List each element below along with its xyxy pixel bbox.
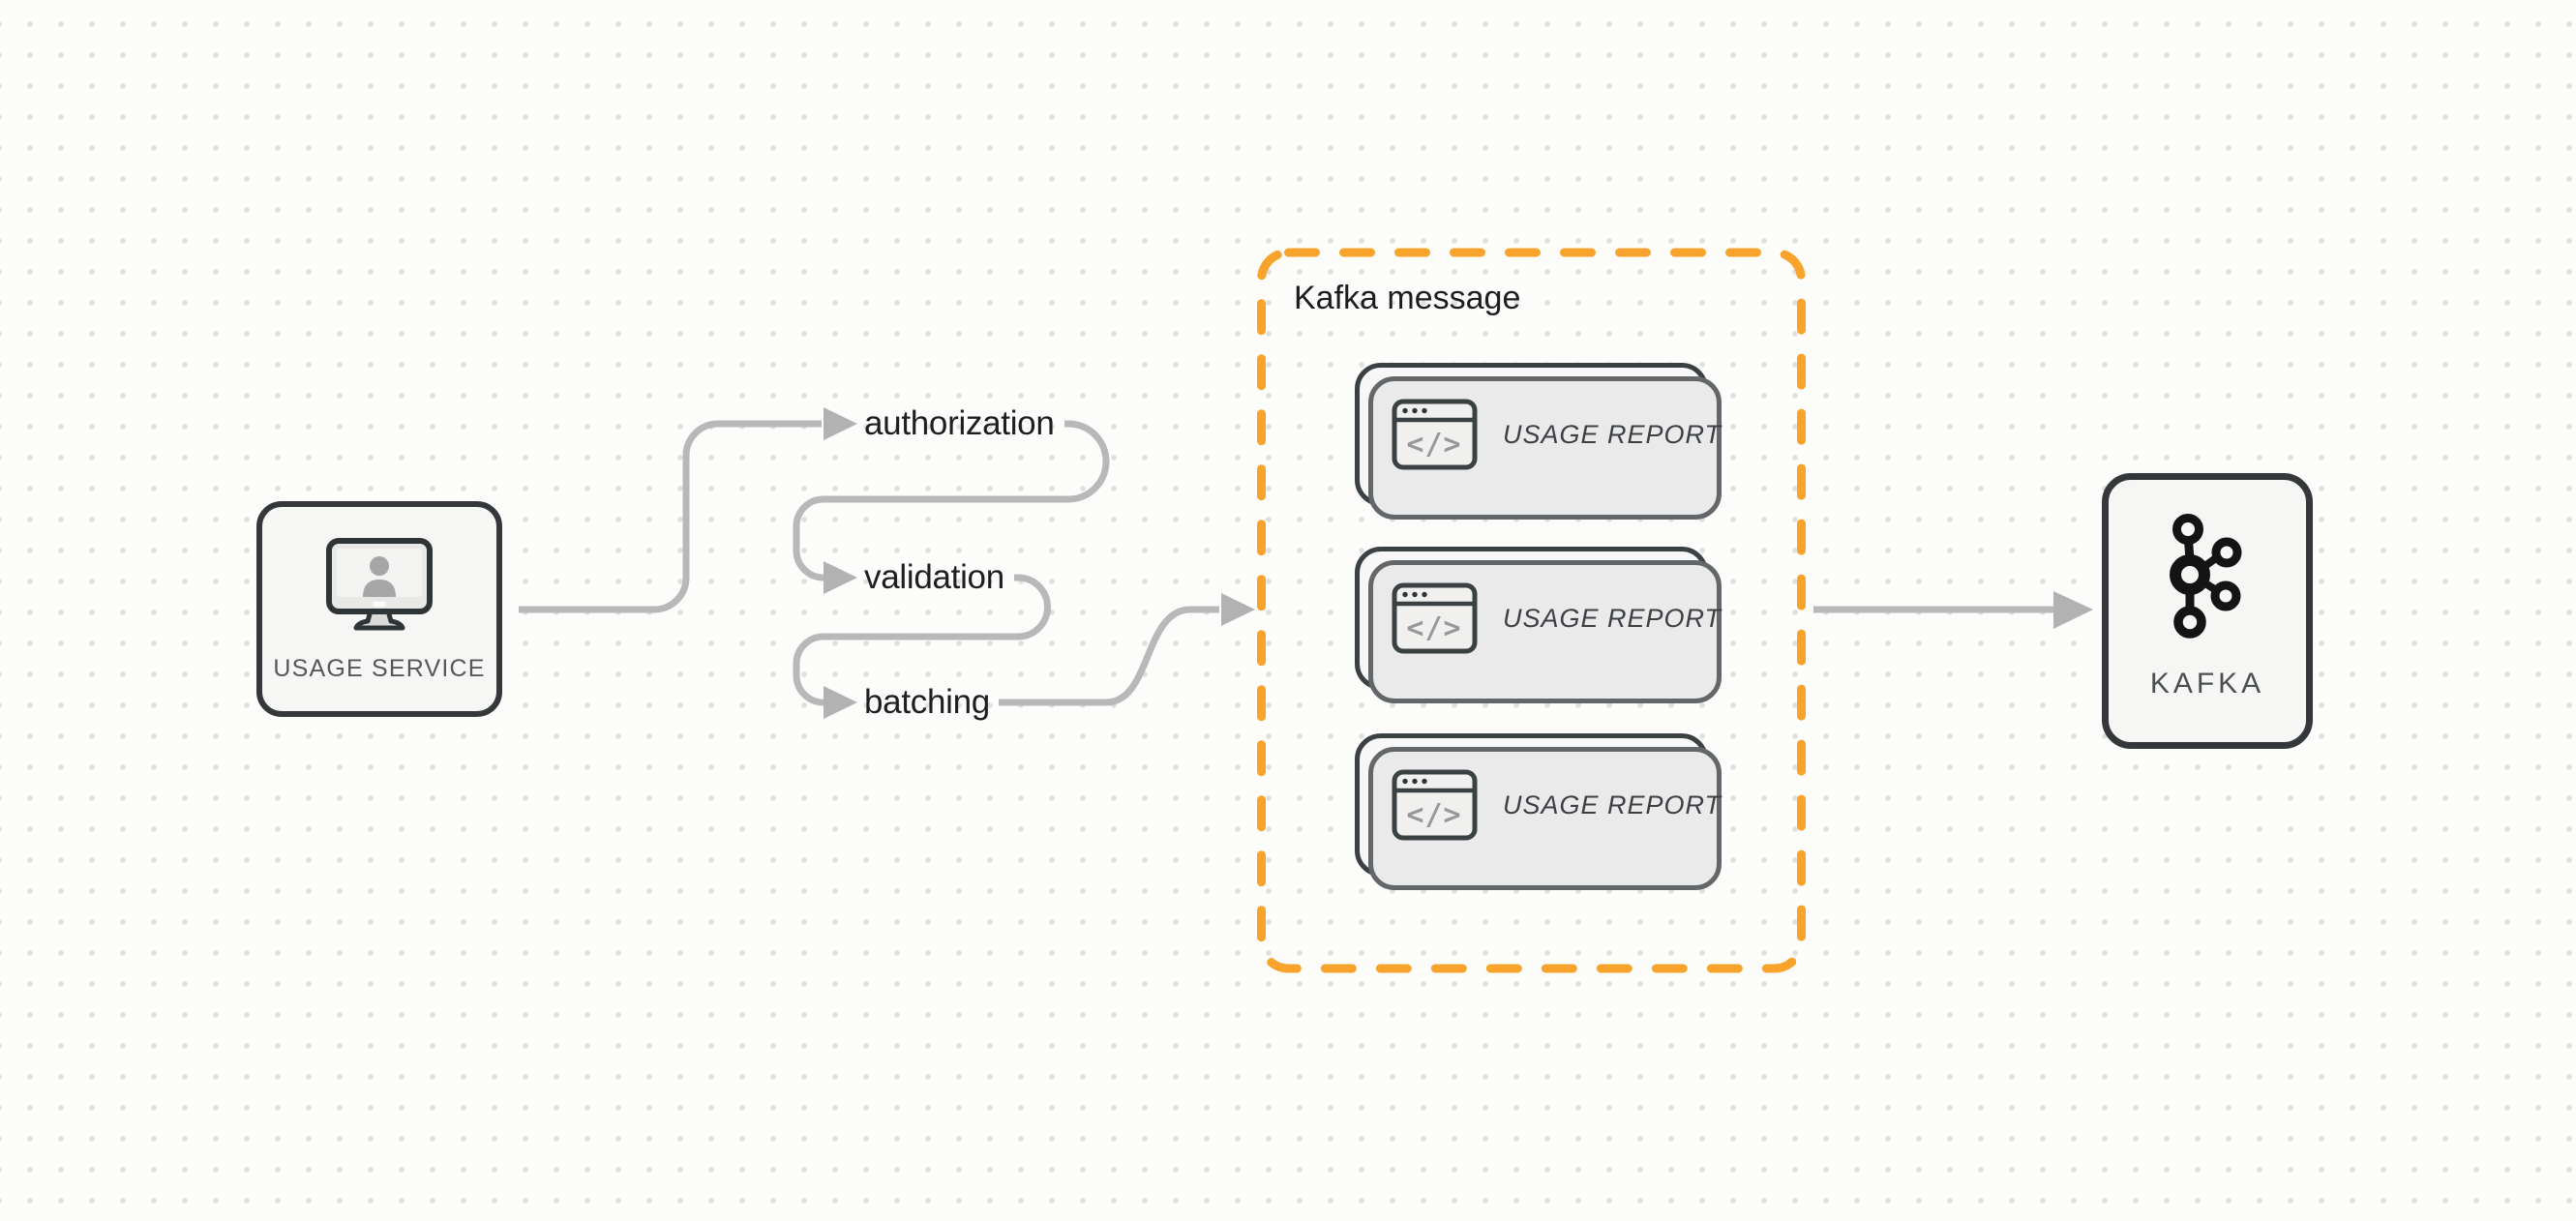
code-glyph: </> <box>1406 428 1461 462</box>
code-glyph: </> <box>1406 611 1461 645</box>
usage-report-label: USAGE REPORT <box>1503 419 1722 449</box>
monitor-user-icon <box>326 538 433 631</box>
arrowhead-authorization <box>824 407 857 440</box>
flow-step-batching: batching <box>864 683 990 721</box>
arrowhead-kafka-message <box>1221 593 1255 626</box>
usage-service-node: USAGE SERVICE <box>256 501 502 717</box>
usage-report-card: </> USAGE REPORT <box>1355 733 1721 877</box>
arrowhead-kafka <box>2053 591 2093 629</box>
connector-usage-to-authorization <box>519 420 822 613</box>
code-window-icon: </> <box>1392 399 1478 470</box>
usage-report-label: USAGE REPORT <box>1503 603 1722 633</box>
usage-report-label: USAGE REPORT <box>1503 789 1722 819</box>
kafka-message-group-title: Kafka message <box>1294 280 1521 316</box>
usage-service-label: USAGE SERVICE <box>273 655 486 682</box>
kafka-message-group-border <box>1257 248 1806 973</box>
connector-authorization-to-validation <box>793 420 1110 581</box>
code-glyph: </> <box>1406 798 1461 832</box>
flow-step-validation: validation <box>864 558 1004 596</box>
kafka-label: KAFKA <box>2149 668 2265 700</box>
flow-step-authorization: authorization <box>864 404 1055 442</box>
arrowhead-validation <box>824 561 857 594</box>
kafka-node: KAFKA <box>2102 473 2313 749</box>
kafka-logo-icon <box>2170 514 2242 639</box>
connector-batching-to-kafka-message <box>999 606 1219 706</box>
code-window-icon: </> <box>1392 582 1478 654</box>
usage-report-card: </> USAGE REPORT <box>1355 363 1721 506</box>
arrowhead-batching <box>824 686 857 719</box>
code-window-icon: </> <box>1392 769 1478 841</box>
usage-report-card: </> USAGE REPORT <box>1355 547 1721 690</box>
connector-validation-to-batching <box>793 574 1051 706</box>
